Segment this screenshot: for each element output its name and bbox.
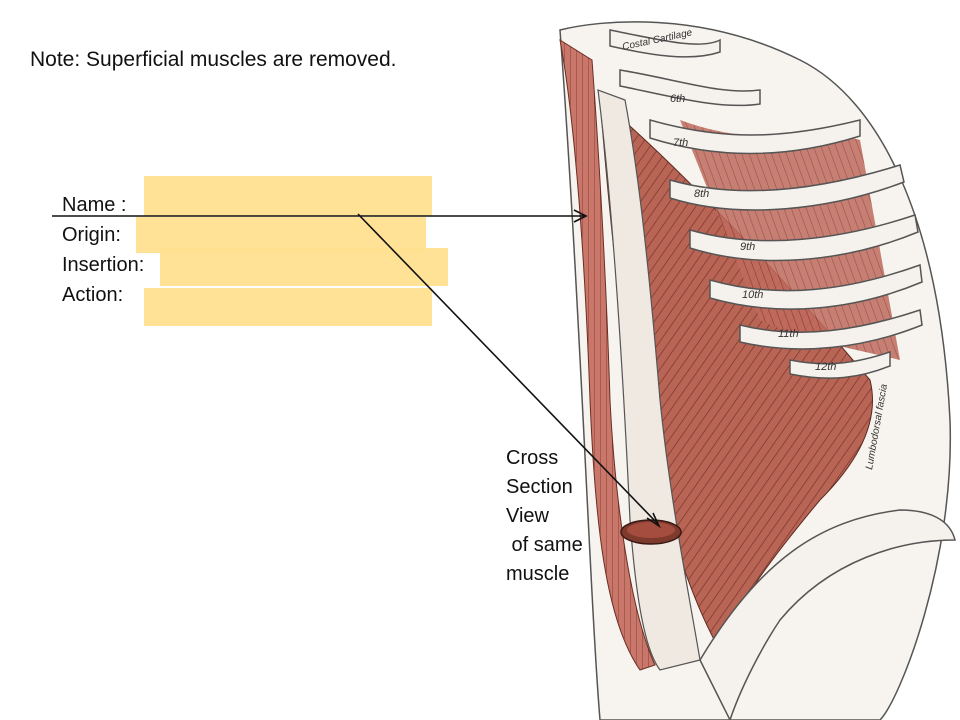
pointer-arrows	[52, 209, 661, 529]
name-label: Name :	[62, 194, 127, 216]
cross-section-caption: Cross Section View of same muscle	[506, 444, 583, 589]
rib	[669, 164, 905, 211]
insertion-label: Insertion:	[62, 254, 145, 276]
origin-label: Origin:	[62, 224, 121, 246]
cross-section-inner	[627, 522, 675, 538]
name-pointer-arrowhead	[573, 209, 588, 223]
caption-line: View	[506, 505, 549, 527]
name-answer-box[interactable]	[144, 176, 432, 216]
rib-6-label: 6th	[670, 93, 685, 105]
rib-10-label: 10th	[742, 289, 763, 301]
caption-line: Section	[506, 476, 573, 498]
rib	[789, 350, 891, 379]
rib	[709, 263, 923, 310]
rib	[739, 309, 923, 350]
rib-9-label: 9th	[740, 241, 755, 253]
rib	[649, 119, 861, 155]
caption-line: muscle	[506, 563, 570, 585]
action-answer-box[interactable]	[144, 288, 432, 326]
rib-12-label: 12th	[815, 361, 836, 373]
note-text: Note: Superficial muscles are removed.	[30, 48, 397, 71]
caption-line: Cross	[506, 447, 559, 469]
rib	[619, 69, 761, 107]
cross-section-pointer-arrowhead	[646, 512, 661, 529]
ribs	[609, 29, 923, 379]
rib	[609, 29, 721, 58]
caption-line: of same	[506, 534, 583, 556]
rib-11-label: 11th	[778, 328, 799, 340]
rectus-abdominis-muscle	[559, 38, 656, 671]
iliac-crest	[699, 509, 956, 720]
cross-section-pointer-line	[357, 213, 659, 525]
rib-8-label: 8th	[694, 188, 709, 200]
rib-7-label: 7th	[673, 137, 688, 149]
rib	[689, 214, 919, 262]
insertion-answer-box[interactable]	[160, 248, 448, 286]
action-label: Action:	[62, 284, 124, 306]
